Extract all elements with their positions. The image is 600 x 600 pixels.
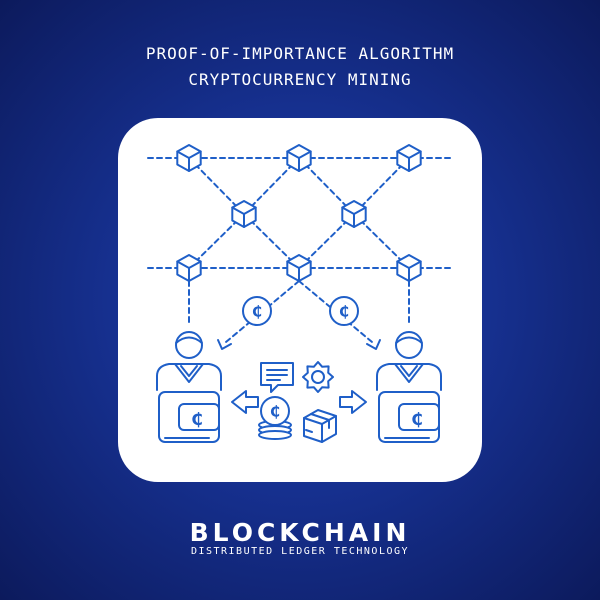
svg-text:₵: ₵ (252, 303, 262, 320)
title-line-2: CRYPTOCURRENCY MINING (188, 70, 412, 89)
coin-icon: ₵ (329, 296, 359, 326)
proof-of-importance-illustration: ₵ ₵ ₵ ₵ ₵ (147, 144, 451, 443)
package-icon (303, 409, 337, 443)
miner-right-icon: ₵ (376, 331, 442, 443)
block-cube-icon (341, 200, 367, 228)
block-cube-icon (286, 254, 312, 282)
svg-text:₵: ₵ (411, 410, 423, 430)
svg-text:₵: ₵ (339, 303, 349, 320)
block-cube-icon (396, 144, 422, 172)
block-cube-icon (176, 144, 202, 172)
coin-icon: ₵ (260, 396, 290, 426)
coin-icon: ₵ (242, 296, 272, 326)
brand-subtitle: DISTRIBUTED LEDGER TECHNOLOGY (190, 546, 410, 557)
illustration-card: ₵ ₵ ₵ ₵ ₵ (118, 118, 482, 482)
miner-left-icon: ₵ (156, 331, 222, 443)
svg-text:₵: ₵ (191, 410, 203, 430)
block-cube-icon (396, 254, 422, 282)
title-line-1: PROOF-OF-IMPORTANCE ALGORITHM (145, 44, 455, 63)
block-cube-icon (231, 200, 257, 228)
block-network (147, 157, 451, 350)
chat-icon (260, 362, 294, 393)
gear-icon (302, 361, 334, 393)
brand-title: BLOCKCHAIN (189, 518, 411, 547)
exchange-arrows (231, 390, 367, 414)
svg-text:₵: ₵ (270, 403, 280, 420)
block-cube-icon (176, 254, 202, 282)
block-cube-icon (286, 144, 312, 172)
